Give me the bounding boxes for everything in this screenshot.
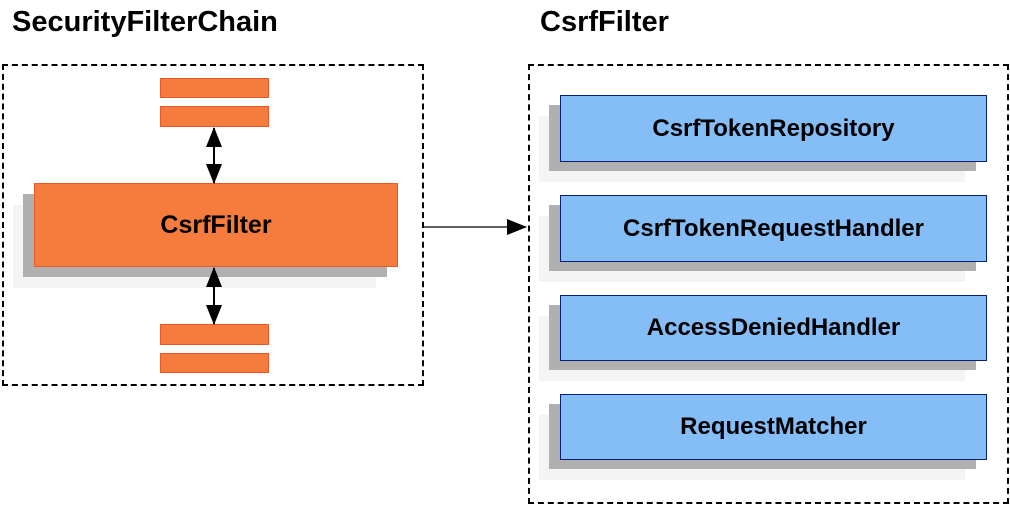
filter-above-1 — [160, 78, 269, 98]
request-matcher-box: RequestMatcher — [560, 394, 987, 460]
filter-below-2 — [160, 353, 269, 373]
access-denied-handler-box: AccessDeniedHandler — [560, 295, 987, 361]
filter-above-2 — [160, 106, 269, 127]
security-filter-chain-container — [2, 64, 424, 386]
csrf-filter-label: CsrfFilter — [160, 210, 272, 239]
csrf-filter-box: CsrfFilter — [34, 183, 398, 267]
security-filter-chain-title: SecurityFilterChain — [12, 6, 278, 38]
csrf-filter-title: CsrfFilter — [540, 6, 669, 38]
csrf-token-request-handler-box: CsrfTokenRequestHandler — [560, 195, 987, 262]
csrf-token-repository-box: CsrfTokenRepository — [560, 95, 987, 162]
csrf-filter-container — [528, 64, 1009, 504]
